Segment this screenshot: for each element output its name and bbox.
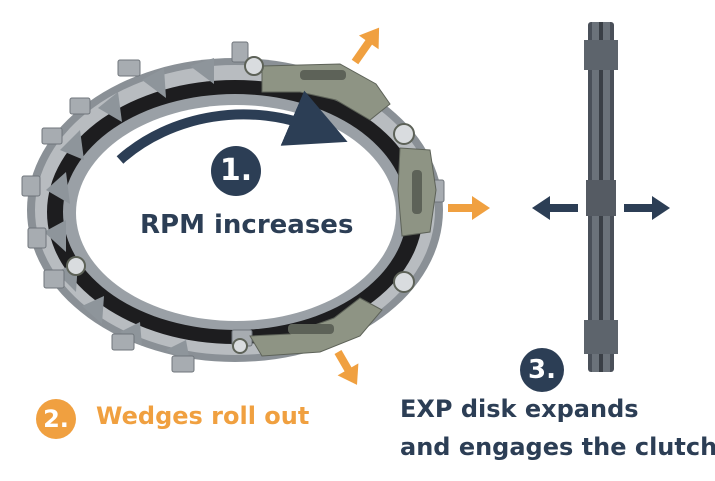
exp-disk-side-view <box>584 22 618 372</box>
pivot-bolts <box>66 56 415 354</box>
arrow-right <box>624 196 670 220</box>
expansion-arrows <box>532 196 670 220</box>
orange-arrow-right <box>448 196 490 220</box>
shoe-slots <box>288 70 422 334</box>
step-2-badge: 2. <box>36 399 76 439</box>
orange-arrow-top <box>351 27 380 65</box>
step-1-label: RPM increases <box>140 210 354 240</box>
wedge-roll-arrows <box>334 27 490 385</box>
rotation-arrow <box>116 90 348 164</box>
step-3-badge: 3. <box>520 348 564 392</box>
step-3-label-line2: and engages the clutch <box>400 433 715 461</box>
step-2-label: Wedges roll out <box>96 402 310 430</box>
arrow-left <box>532 196 578 220</box>
step-3-label-line1: EXP disk expands <box>400 395 639 423</box>
step-1-badge: 1. <box>211 146 261 196</box>
orange-arrow-bottom <box>334 350 359 385</box>
